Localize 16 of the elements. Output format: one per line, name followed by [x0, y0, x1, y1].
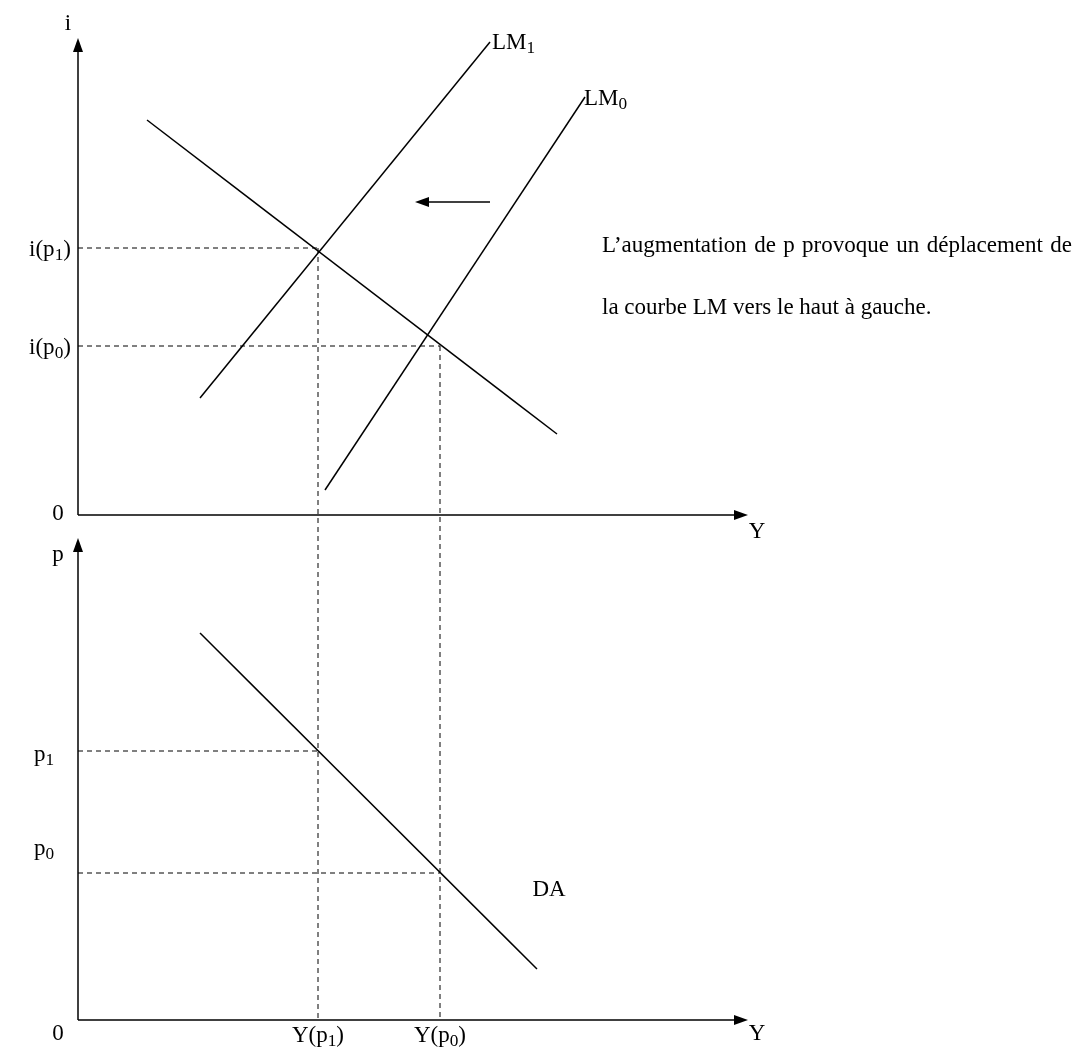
curve-label: DA	[532, 876, 566, 900]
tick-label: p$_{1}$	[33, 741, 55, 765]
axis-label: p	[52, 541, 64, 565]
axis-label: Y	[748, 1020, 766, 1044]
annotation-text: L’augmentation de p provoque un déplacement de la courbe LM vers le haut à gauche.	[602, 231, 1072, 321]
tick-label: Y(p$_{1}$)	[291, 1022, 345, 1046]
tick-label: Y(p$_{0}$)	[413, 1022, 467, 1046]
tick-label: i(p$_{0}$)	[29, 334, 71, 358]
curve-label: LM$_{1}$	[492, 30, 536, 53]
axis-label: Y	[748, 518, 766, 542]
tick-label: p$_{0}$	[33, 835, 55, 859]
tick-label: i(p$_{1}$)	[29, 236, 71, 260]
axis-label: i	[64, 10, 72, 34]
tick-label: 0	[52, 500, 64, 524]
curve-label: LM$_{0}$	[584, 86, 628, 109]
tick-label: 0	[52, 1020, 64, 1044]
